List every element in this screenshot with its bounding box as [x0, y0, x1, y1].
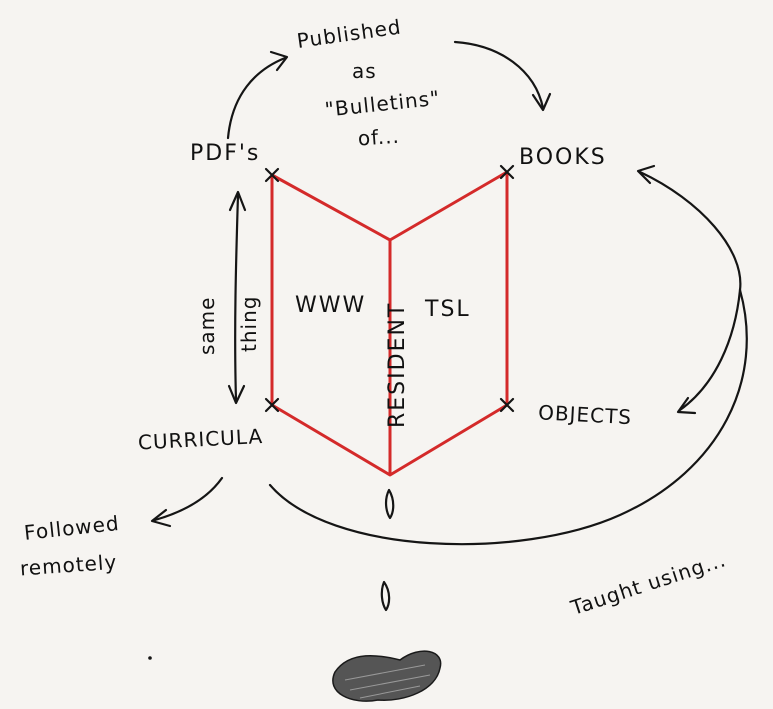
bulletins-label: "Bulletins"	[324, 86, 442, 122]
resident-label: RESIDENT	[385, 302, 410, 428]
book-top-edge	[272, 172, 507, 240]
arrow-published-to-books	[455, 42, 543, 108]
pdfs-label: PDF's	[190, 141, 260, 166]
curricula-label: CURRICULA	[137, 424, 263, 455]
same-label: same	[195, 297, 219, 355]
of-label: of...	[357, 124, 400, 151]
curve-objects-side	[680, 290, 740, 410]
taught-using-label: Taught using...	[567, 547, 729, 620]
published-as-label: as	[352, 59, 377, 83]
arrow-curricula-to-followed	[155, 478, 222, 520]
followed-label: Followed	[23, 511, 121, 545]
tsl-label: TSL	[424, 297, 471, 322]
published-label: Published	[295, 14, 403, 52]
objects-label: OBJECTS	[538, 400, 633, 429]
www-label: WWW	[295, 293, 366, 318]
curve-books-side	[640, 172, 740, 290]
drop-mark-upper-icon	[386, 490, 393, 518]
thing-label: thing	[237, 296, 261, 352]
books-label: BOOKS	[519, 145, 607, 170]
drop-mark-lower-icon	[382, 582, 389, 610]
remotely-label: remotely	[19, 550, 118, 581]
stray-dot	[148, 656, 152, 660]
